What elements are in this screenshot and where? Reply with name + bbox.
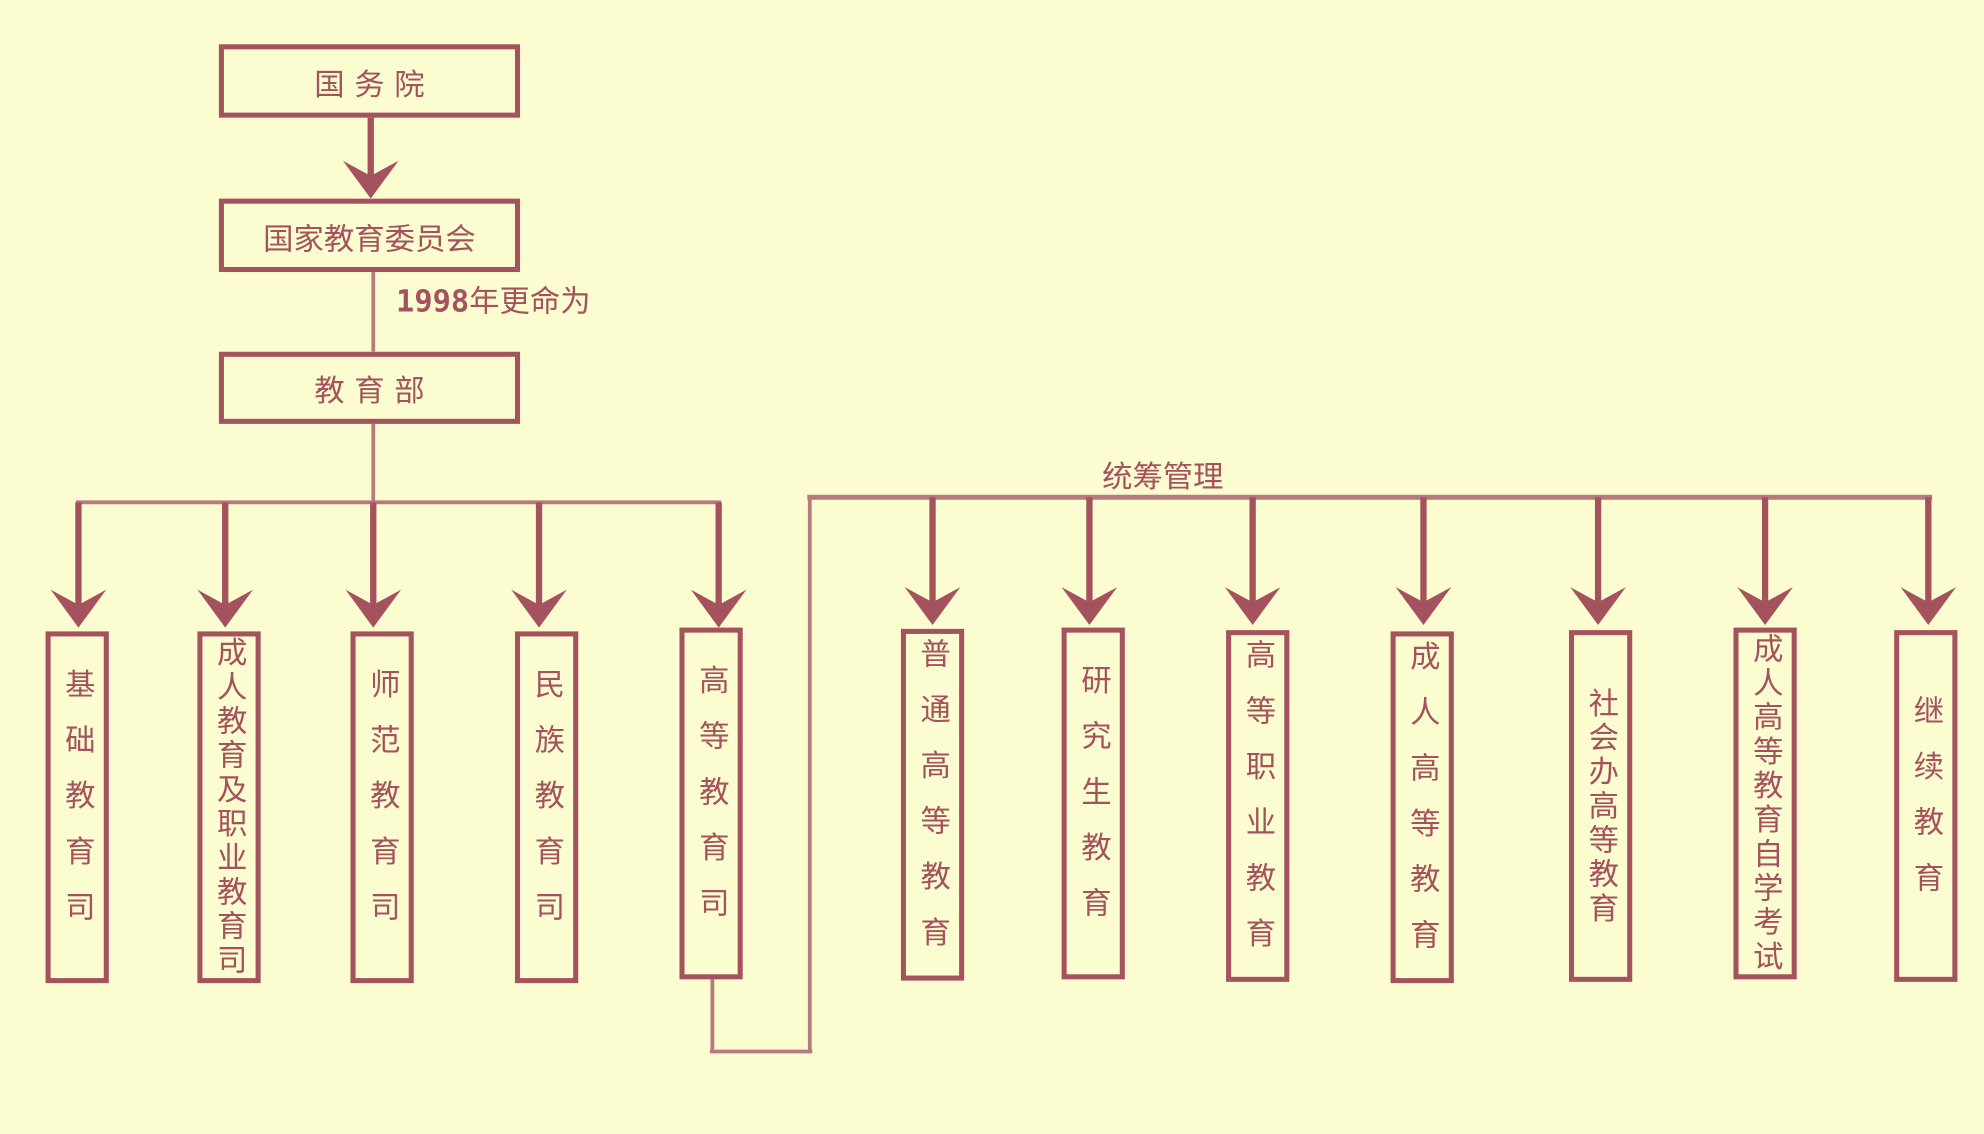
area-continuing-education: 继续教育 xyxy=(1894,630,1958,982)
dept-label: 基础教育司 xyxy=(59,668,95,947)
dept-label: 民族教育司 xyxy=(528,668,565,947)
rename-text: 年更命为 xyxy=(469,283,591,319)
area-label: 研究生教育 xyxy=(1075,664,1111,943)
node-state-education-commission: 国家教育委员会 xyxy=(218,198,521,273)
arrow-area-1-head-icon xyxy=(1061,587,1118,626)
area-self-study-exam: 成人高等教育自学考试 xyxy=(1733,627,1797,980)
area-label: 继续教育 xyxy=(1908,694,1944,918)
node-label: 教 育 部 xyxy=(314,373,425,409)
area-adult-higher-education: 成人高等教育 xyxy=(1390,631,1454,984)
area-label: 成人高等教育自学考试 xyxy=(1747,632,1783,975)
arrow-area-3-head-icon xyxy=(1395,587,1452,626)
arrow-state-council-head-icon xyxy=(342,160,399,199)
rename-note: 1998年更命为 xyxy=(396,276,591,320)
arrow-area-4-head-icon xyxy=(1570,587,1626,626)
arrow-area-0-head-icon xyxy=(904,587,961,626)
area-regular-higher-education: 普通高等教育 xyxy=(900,628,965,981)
area-label: 社会办高等教育 xyxy=(1582,686,1619,926)
area-graduate-education: 研究生教育 xyxy=(1061,627,1125,980)
dept-ethnic-education: 民族教育司 xyxy=(514,631,579,984)
dept-label: 师范教育司 xyxy=(364,668,400,947)
arrow-dept-3-head-icon xyxy=(511,589,567,628)
area-label: 高等职业教育 xyxy=(1239,638,1276,974)
arrow-dept-0-head-icon xyxy=(50,589,107,628)
node-label: 国家教育委员会 xyxy=(263,220,476,257)
arrow-dept-2-head-icon xyxy=(345,589,402,628)
arrow-dept-4-head-icon xyxy=(690,589,747,628)
node-ministry-of-education: 教 育 部 xyxy=(218,351,521,424)
arrow-area-5-head-icon xyxy=(1737,587,1793,626)
dept-basic-education: 基础教育司 xyxy=(45,631,109,984)
arrow-area-6-head-icon xyxy=(1900,587,1957,626)
area-label: 普通高等教育 xyxy=(914,637,951,972)
arrow-area-2-head-icon xyxy=(1224,587,1281,626)
node-label: 国 务 院 xyxy=(314,66,425,102)
dept-label: 高等教育司 xyxy=(693,664,729,943)
rename-year: 1998 xyxy=(396,283,470,319)
area-higher-vocational-education: 高等职业教育 xyxy=(1226,630,1290,982)
dept-higher-education: 高等教育司 xyxy=(679,627,743,980)
dept-label: 成人教育及职业教育司 xyxy=(211,636,247,979)
area-private-higher-education: 社会办高等教育 xyxy=(1568,630,1633,982)
dept-adult-vocational-education: 成人教育及职业教育司 xyxy=(197,631,261,984)
area-label: 成人高等教育 xyxy=(1404,640,1440,975)
arrow-dept-1-head-icon xyxy=(197,589,254,628)
dept-teacher-education: 师范教育司 xyxy=(350,631,414,984)
coordination-label: 统筹管理 xyxy=(1102,459,1224,495)
node-state-council: 国 务 院 xyxy=(218,44,521,118)
